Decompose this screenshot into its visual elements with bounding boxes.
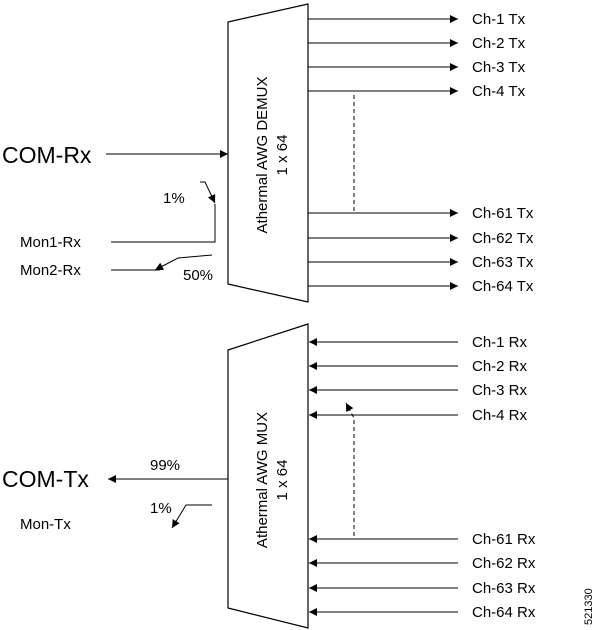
mux-channel-label: Ch-61 Rx — [472, 531, 536, 548]
mux-tap-arrow — [171, 504, 212, 529]
demux-channel-label: Ch-62 Tx — [472, 230, 534, 247]
mux-block: Athermal AWG MUX 1 x 64 COM-Tx 99% 1% Mo… — [2, 323, 536, 629]
mon1-line — [111, 204, 216, 243]
mux-awg-box — [227, 323, 309, 629]
demux-channel-label: Ch-64 Tx — [472, 278, 534, 295]
demux-awg-box — [227, 3, 309, 303]
com-tx-label: COM-Tx — [2, 466, 89, 492]
demux-channel-label: Ch-1 Tx — [472, 11, 526, 28]
mon-tx-label: Mon-Tx — [20, 516, 71, 533]
demux-channel-label: Ch-63 Tx — [472, 254, 534, 271]
mux-subtitle: 1 x 64 — [274, 460, 291, 501]
mux-channel-label: Ch-3 Rx — [472, 382, 528, 399]
mon2-split-arrow — [154, 254, 213, 271]
mux-main-percent: 99% — [150, 457, 180, 474]
mux-channel-label: Ch-62 Rx — [472, 555, 536, 572]
demux-split-percent: 50% — [183, 267, 213, 284]
mux-channel-label: Ch-63 Rx — [472, 580, 536, 597]
demux-channel-label: Ch-3 Tx — [472, 59, 526, 76]
demux-tap-percent: 1% — [163, 190, 185, 207]
mon2-label: Mon2-Rx — [20, 262, 81, 279]
mux-channel-label: Ch-64 Rx — [472, 604, 536, 621]
demux-title: Athermal AWG DEMUX — [254, 77, 271, 234]
demux-tap-arrow — [200, 181, 216, 204]
demux-channel-label: Ch-2 Tx — [472, 35, 526, 52]
mux-channel-label: Ch-4 Rx — [472, 407, 528, 424]
mon1-label: Mon1-Rx — [20, 234, 81, 251]
mux-channel-label: Ch-1 Rx — [472, 334, 528, 351]
demux-channel-label: Ch-4 Tx — [472, 83, 526, 100]
com-rx-label: COM-Rx — [2, 142, 92, 168]
mux-ellipsis-line — [345, 402, 355, 536]
demux-subtitle: 1 x 64 — [274, 135, 291, 176]
mux-tap-percent: 1% — [150, 500, 172, 517]
mux-channel-label: Ch-2 Rx — [472, 358, 528, 375]
figure-id: 521330 — [583, 588, 595, 625]
demux-channel-label: Ch-61 Tx — [472, 205, 534, 222]
mux-title: Athermal AWG MUX — [254, 412, 271, 548]
demux-block: Athermal AWG DEMUX 1 x 64 COM-Rx 1% Mon1… — [2, 3, 534, 303]
